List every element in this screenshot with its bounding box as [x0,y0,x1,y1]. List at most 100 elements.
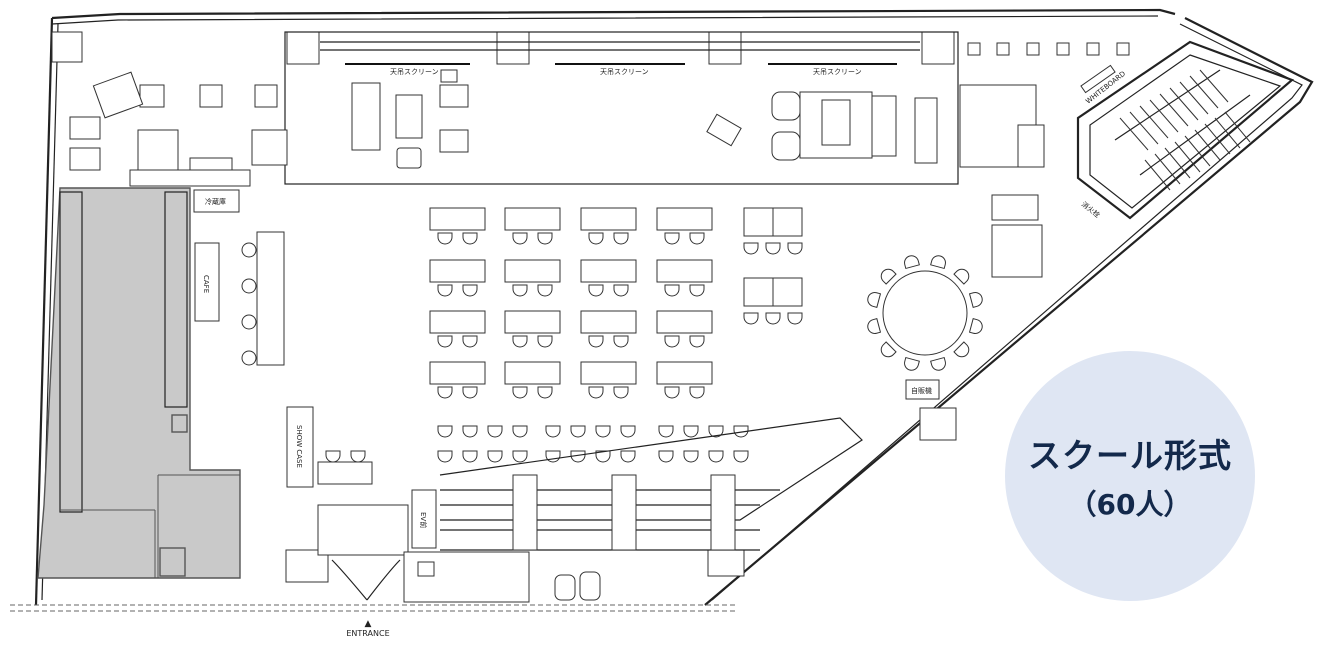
stair-tread [1189,75,1219,109]
chair [595,450,611,463]
lower-structure [317,417,863,603]
stair-tread [1144,159,1171,191]
chair [545,450,561,463]
entrance-marker: ▲ ENTRANCE [340,619,396,639]
staircase: WHITEBOARD 消火栓 [1076,40,1295,220]
round-table-top [882,270,968,356]
chair [658,450,674,463]
chair [620,450,636,463]
chair [664,386,680,399]
chair [968,292,983,308]
chair [689,335,705,348]
chair [545,425,561,438]
cafe-label: CAFE [202,275,210,293]
chair [613,386,629,399]
chair [880,268,897,285]
school-table [656,259,713,283]
school-table [429,207,486,231]
chair [537,232,553,245]
chair [689,284,705,297]
chair [880,341,897,358]
stair-tread [1154,153,1181,185]
stair-tread [1119,117,1149,151]
chair [689,386,705,399]
chair [437,232,453,245]
school-table [504,207,561,231]
chair [437,335,453,348]
stair-tread [1169,87,1199,121]
school-table [429,259,486,283]
chair [487,450,503,463]
ev-label: EV前 [419,512,428,528]
chair [613,335,629,348]
school-table [504,361,561,385]
chair [462,450,478,463]
entrance-label: ENTRANCE [346,629,390,638]
chair [512,386,528,399]
layout-title: スクール形式 [1028,436,1232,475]
chair [867,318,882,334]
school-table [580,259,637,283]
stair-tread [1179,81,1209,115]
showcase-label: SHOW CASE [295,425,303,468]
chair [487,425,503,438]
chair [537,335,553,348]
chair [462,425,478,438]
vending-machine [905,379,940,400]
chair [512,450,528,463]
school-table [504,259,561,283]
stair-tread [1129,111,1159,145]
chair [953,341,970,358]
school-table [580,310,637,334]
lounge-area [69,31,1130,278]
chair [708,425,724,438]
chair [867,292,882,308]
chair [658,425,674,438]
chair [743,312,759,325]
showcase [286,406,314,488]
outer-walls [10,8,1314,612]
side-tables [743,207,803,325]
chair [588,284,604,297]
cafe-counter [194,242,220,322]
chair [595,425,611,438]
stair-tread [1214,117,1241,149]
chair [689,232,705,245]
chair [437,386,453,399]
chair [664,284,680,297]
stair-tread [1199,69,1229,103]
chair [930,255,946,270]
chair [512,284,528,297]
chair [930,356,946,371]
chair [904,356,920,371]
side-table [317,461,373,485]
entrance-arrow-icon: ▲ [364,619,372,629]
layout-badge: スクール形式 （60人） [1005,351,1255,601]
chair [437,450,453,463]
chair [437,284,453,297]
stair-tread [1174,141,1201,173]
ev-box [411,489,437,549]
chair [613,232,629,245]
back-row-chairs [325,425,749,463]
bar-stool [241,278,257,294]
chair [350,450,366,463]
chair [512,335,528,348]
chair [953,268,970,285]
chair [765,242,781,255]
chair [588,386,604,399]
chair [537,386,553,399]
stair-tread [1224,111,1251,143]
chair [462,232,478,245]
school-table [429,361,486,385]
round-table [867,255,983,371]
chair [765,312,781,325]
stair-tread [1184,135,1211,167]
school-tables [429,207,713,399]
stair-tread [1149,99,1179,133]
stair-tread [1159,93,1189,127]
chair [437,425,453,438]
chair [462,335,478,348]
stair-tread [1194,129,1221,161]
